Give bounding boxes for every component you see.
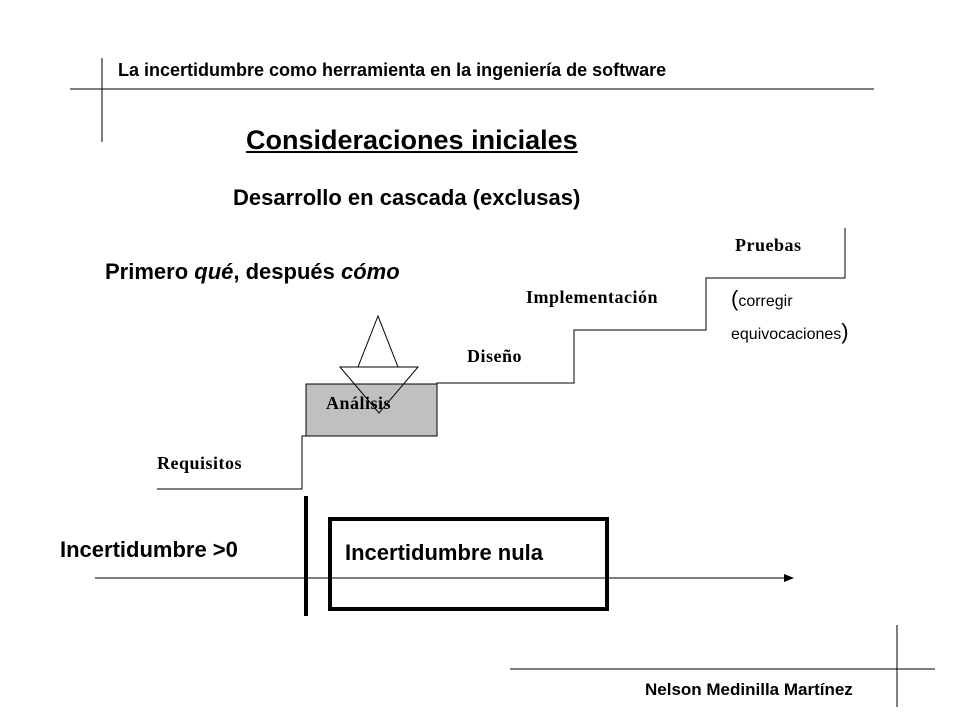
motto-part2: , después (233, 259, 341, 284)
motto-what: qué (194, 259, 234, 284)
header-title: La incertidumbre como herramienta en la … (118, 60, 667, 80)
note-text-1: corregir (738, 293, 793, 310)
lock-lower-triangle (338, 366, 420, 414)
stage-label-implementacion: Implementación (526, 287, 658, 307)
null-uncertainty-box (328, 517, 609, 611)
uncertainty-positive-label: Incertidumbre >0 (60, 537, 238, 562)
footer-author: Nelson Medinilla Martínez (645, 680, 853, 699)
analysis-box (305, 383, 438, 437)
motto-how: cómo (340, 259, 400, 284)
stage-label-analisis: Análisis (326, 393, 392, 413)
note-close-paren: ) (841, 319, 849, 344)
note-open-paren: ( (731, 286, 739, 311)
motto-part1: Primero (105, 259, 195, 284)
page-title: Consideraciones iniciales (246, 125, 578, 155)
note-text-2: equivocaciones (731, 326, 842, 343)
lock-upper-triangle (357, 314, 399, 368)
stage-label-pruebas: Pruebas (735, 235, 802, 255)
uncertainty-null-label: Incertidumbre nula (345, 540, 544, 565)
stage-label-diseno: Diseño (467, 346, 523, 366)
motto-text: Primero qué, después cómo (105, 259, 400, 285)
stage-label-requisitos: Requisitos (157, 453, 243, 473)
page-subtitle: Desarrollo en cascada (exclusas) (233, 185, 581, 210)
cascade-step-line (157, 228, 846, 490)
correction-note: (corregir equivocaciones) (731, 284, 911, 350)
